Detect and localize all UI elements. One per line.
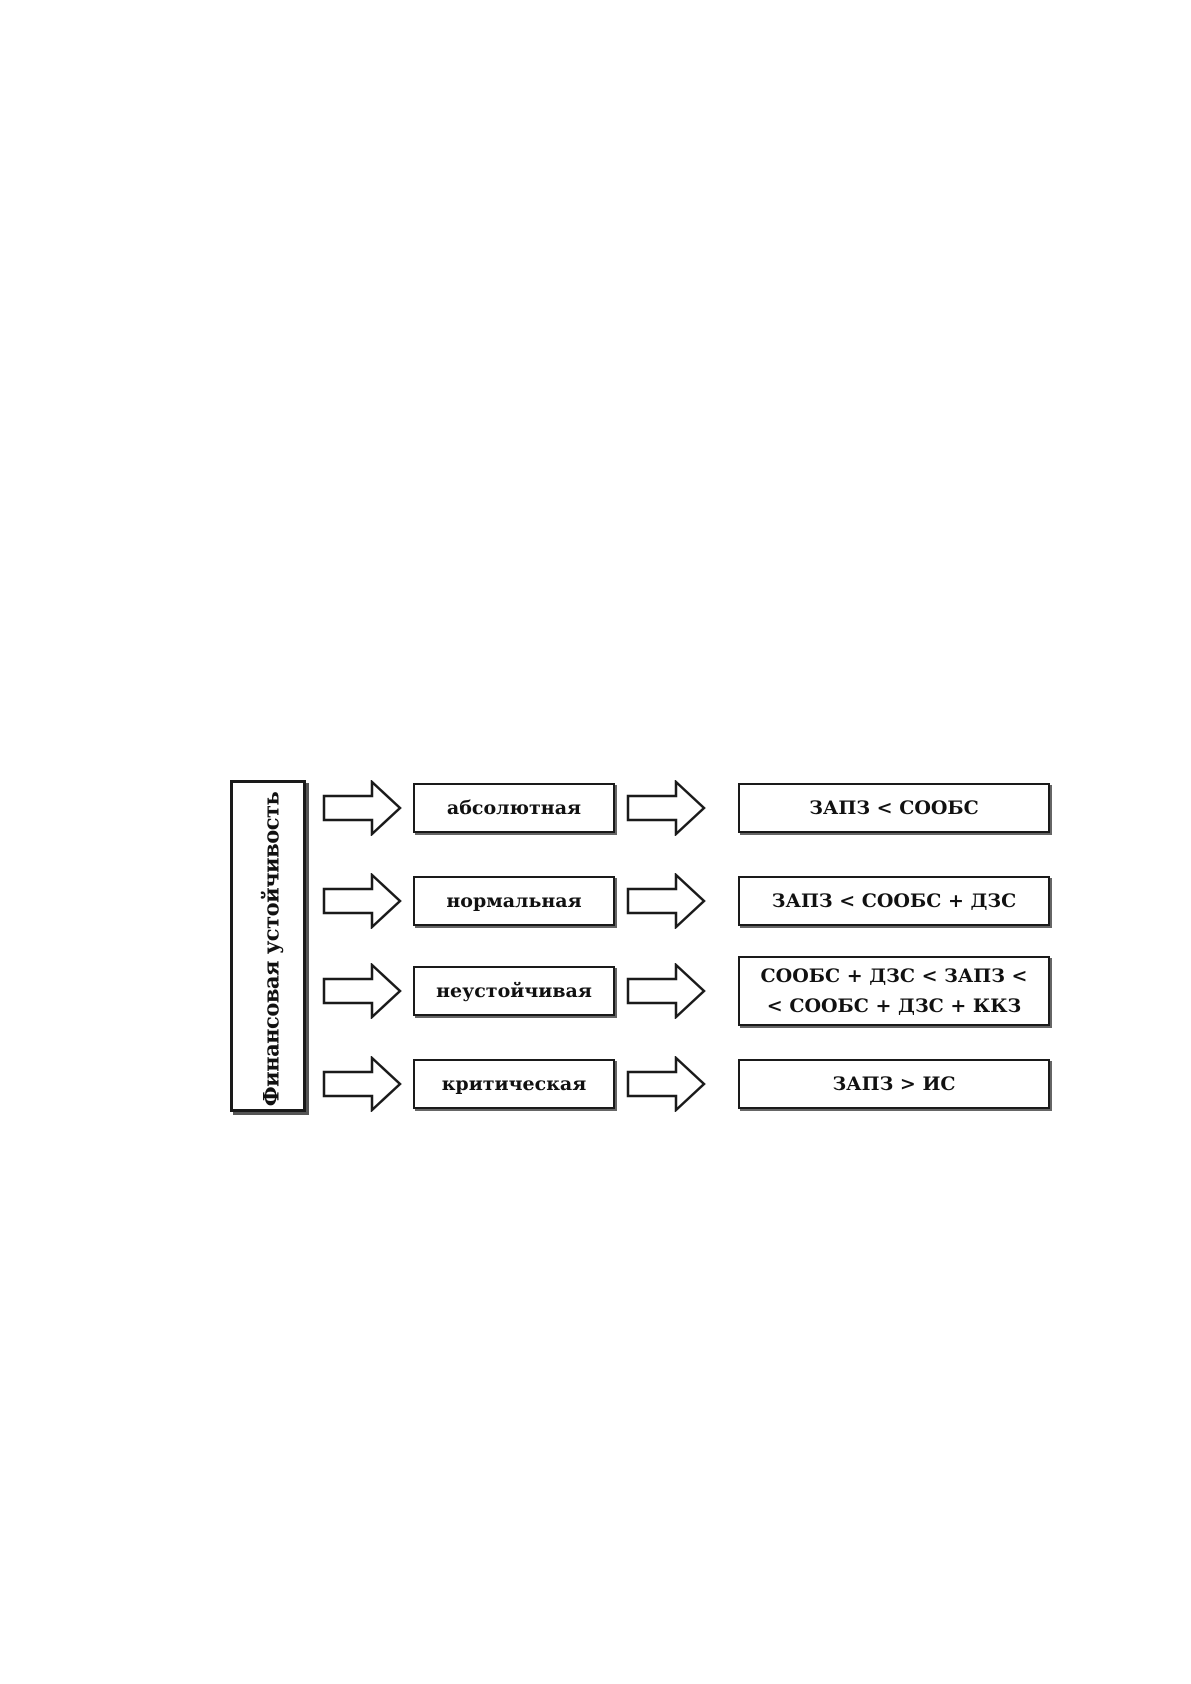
row-normal: нормальная ЗАПЗ < СООБС + ДЗС: [230, 873, 1050, 929]
right-arrow-icon: [626, 1056, 706, 1112]
row-unstable: неустойчивая СООБС + ДЗС < ЗАПЗ < < СООБ…: [230, 956, 1050, 1026]
type-label: абсолютная: [447, 797, 581, 819]
right-arrow-icon: [322, 780, 402, 836]
right-arrow-icon: [322, 873, 402, 929]
right-arrow-icon: [626, 873, 706, 929]
condition-line: СООБС + ДЗС < ЗАПЗ <: [761, 961, 1028, 991]
type-label: критическая: [442, 1073, 587, 1095]
type-box: абсолютная: [413, 783, 615, 833]
right-arrow-icon: [626, 963, 706, 1019]
type-box: неустойчивая: [413, 966, 615, 1016]
condition-box: ЗАПЗ < СООБС: [738, 783, 1050, 833]
condition-line: ЗАПЗ > ИС: [832, 1069, 955, 1099]
condition-box: СООБС + ДЗС < ЗАПЗ < < СООБС + ДЗС + ККЗ: [738, 956, 1050, 1026]
right-arrow-icon: [626, 780, 706, 836]
right-arrow-icon: [322, 1056, 402, 1112]
right-arrow-icon: [322, 963, 402, 1019]
row-critical: критическая ЗАПЗ > ИС: [230, 1056, 1050, 1112]
condition-line: ЗАПЗ < СООБС: [809, 793, 979, 823]
financial-stability-diagram: Финансовая устойчивость абсолютная ЗАПЗ …: [230, 780, 1050, 1120]
condition-line: ЗАПЗ < СООБС + ДЗС: [772, 886, 1016, 916]
condition-box: ЗАПЗ > ИС: [738, 1059, 1050, 1109]
condition-line: < СООБС + ДЗС + ККЗ: [767, 991, 1021, 1021]
type-box: критическая: [413, 1059, 615, 1109]
condition-box: ЗАПЗ < СООБС + ДЗС: [738, 876, 1050, 926]
type-label: нормальная: [446, 890, 581, 912]
type-label: неустойчивая: [436, 980, 592, 1002]
type-box: нормальная: [413, 876, 615, 926]
row-absolute: абсолютная ЗАПЗ < СООБС: [230, 780, 1050, 836]
